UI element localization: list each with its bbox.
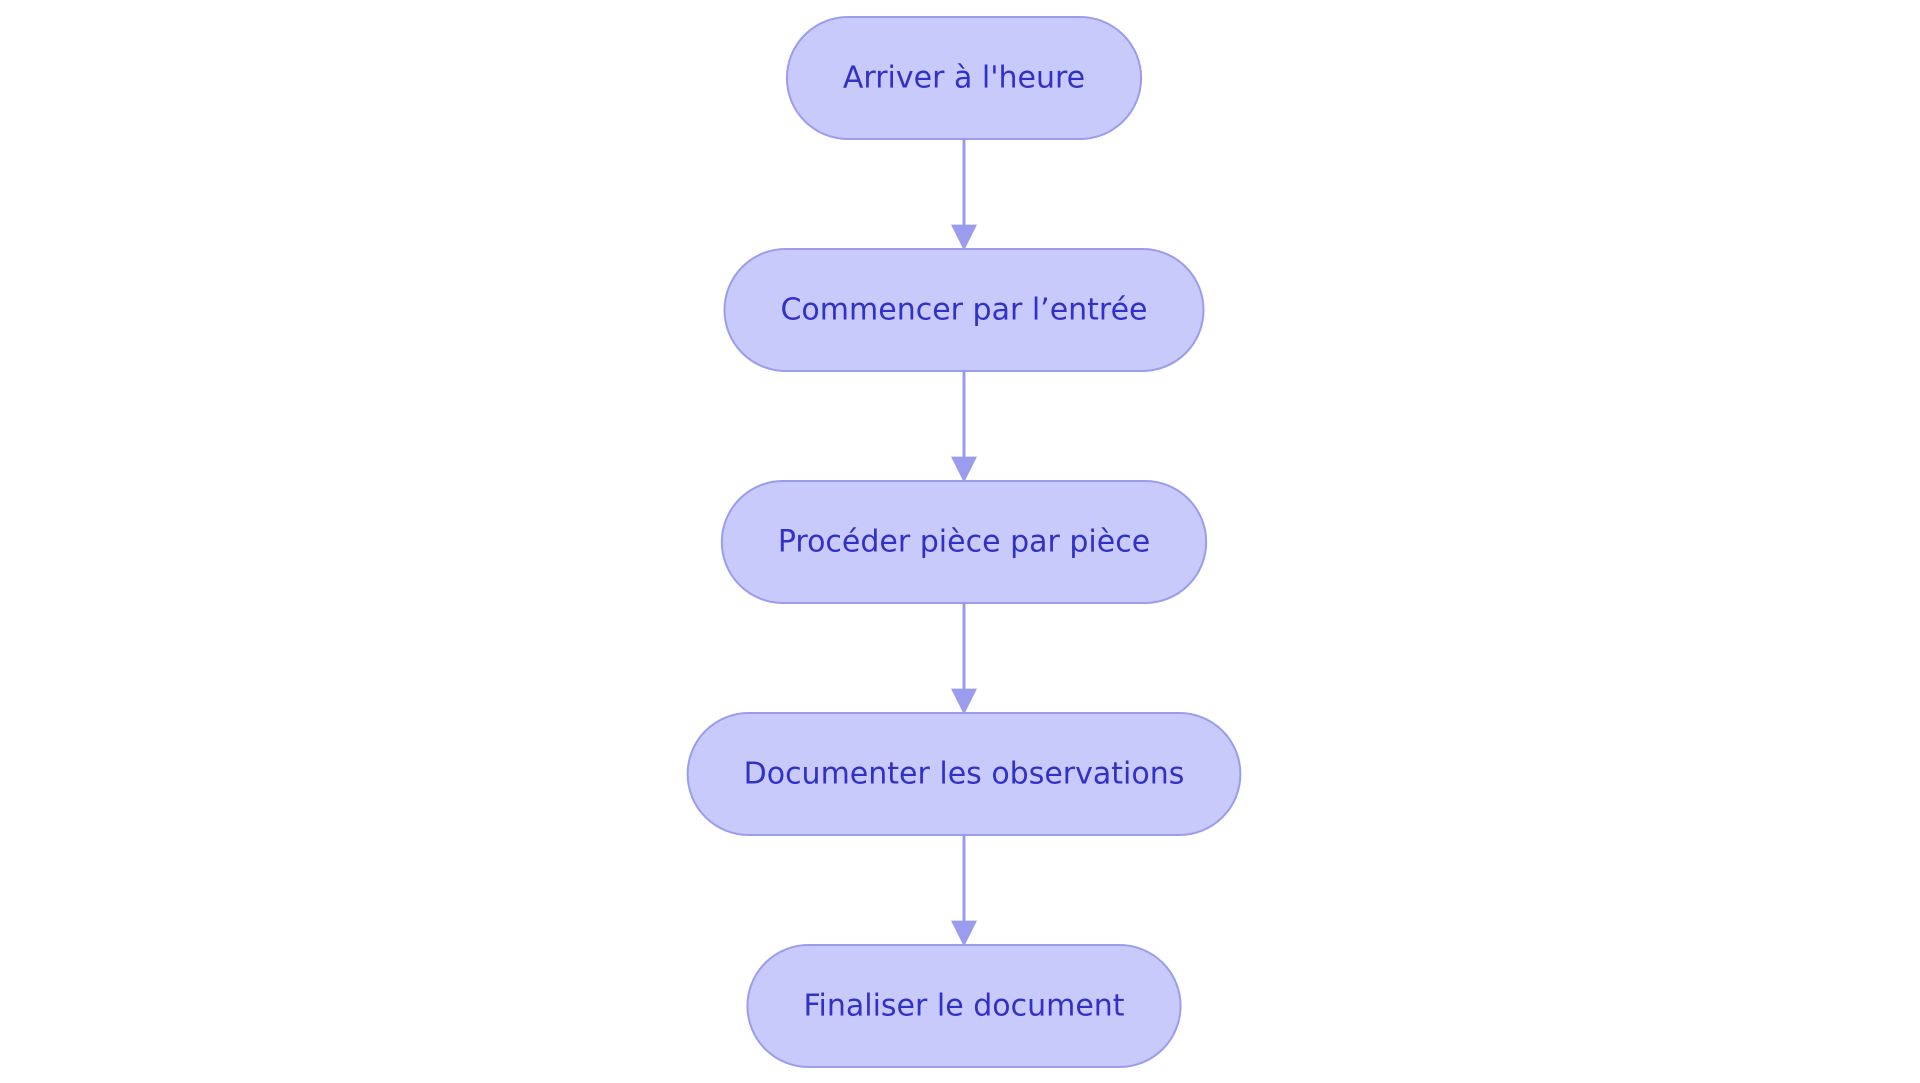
flow-node-shape: [720, 480, 1208, 604]
flow-node-4: Documenter les observations: [686, 712, 1242, 836]
flow-node-shape: [723, 248, 1205, 372]
flow-node-1: Arriver à l'heure: [785, 16, 1143, 140]
flow-node-label: Finaliser le document: [803, 989, 1124, 1024]
flow-node-shape: [686, 712, 1242, 836]
flow-node-shape: [785, 16, 1143, 140]
flow-node-shape: [746, 944, 1182, 1068]
flow-node-label: Documenter les observations: [744, 757, 1185, 792]
flow-node-5: Finaliser le document: [746, 944, 1182, 1068]
flow-node-label: Procéder pièce par pièce: [778, 525, 1150, 560]
flow-node-2: Commencer par l’entrée: [723, 248, 1205, 372]
flow-node-label: Arriver à l'heure: [843, 61, 1085, 96]
flow-node-3: Procéder pièce par pièce: [720, 480, 1208, 604]
flow-node-label: Commencer par l’entrée: [780, 293, 1147, 328]
